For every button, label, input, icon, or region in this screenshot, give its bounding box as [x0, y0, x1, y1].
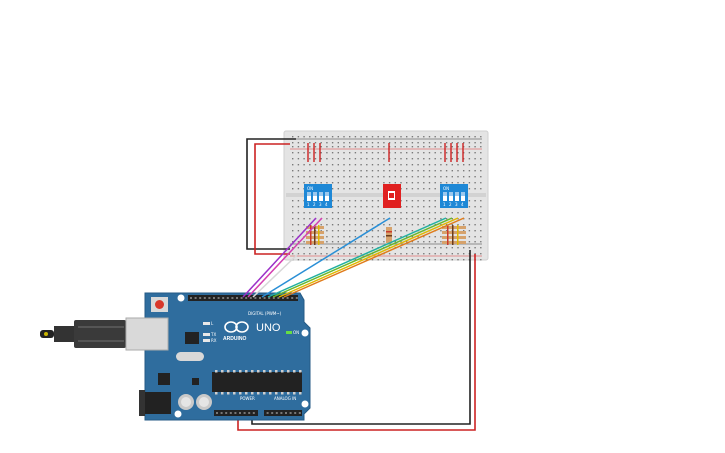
- digital-header-label: DIGITAL (PWM~): [248, 311, 282, 316]
- dip-left-num-2: 2: [313, 202, 316, 207]
- analog-header-label: ANALOG IN: [274, 396, 296, 401]
- dip-switch-left[interactable]: ON 1 2 3 4: [304, 184, 332, 208]
- tx-led: [203, 333, 210, 336]
- digital-header[interactable]: [188, 295, 298, 301]
- slide-switch[interactable]: [383, 184, 401, 208]
- mount-hole-2: [174, 410, 182, 418]
- resistors-right[interactable]: [442, 225, 466, 245]
- wire-yellow[interactable]: [278, 217, 459, 298]
- rail-jumpers-right[interactable]: [444, 143, 464, 162]
- resistor-middle[interactable]: [386, 227, 392, 243]
- rx-led: [203, 339, 210, 342]
- regulator: [158, 373, 170, 385]
- dip-switch-right[interactable]: ON 1 2 3 4: [440, 184, 468, 208]
- dip-left-num-4: 4: [325, 202, 328, 207]
- usb-cable[interactable]: [40, 320, 126, 348]
- arduino-logo: [224, 321, 249, 333]
- wire-white[interactable]: [252, 253, 299, 298]
- mount-hole-3: [301, 329, 309, 337]
- rail-jumpers-left[interactable]: [307, 143, 321, 162]
- wire-purple[interactable]: [242, 217, 317, 298]
- dip-right-on-label: ON: [443, 186, 449, 191]
- usb-port: [125, 317, 169, 351]
- chip-pins: [215, 370, 302, 395]
- wire-blue[interactable]: [261, 217, 391, 298]
- mount-hole-4: [301, 400, 309, 408]
- rx-led-label: RX: [211, 338, 217, 343]
- signal-wires[interactable]: [242, 217, 465, 298]
- wire-red-left[interactable]: [254, 143, 290, 255]
- dip-right-num-1: 1: [443, 202, 446, 207]
- wire-magenta[interactable]: [247, 217, 323, 298]
- wire-orange[interactable]: [283, 217, 465, 298]
- crystal: [176, 352, 204, 361]
- model-label: UNO: [256, 322, 281, 334]
- wire-green[interactable]: [272, 217, 453, 298]
- analog-header[interactable]: [264, 410, 302, 416]
- tx-led-label: TX: [210, 332, 216, 337]
- dip-left-num-3: 3: [319, 202, 322, 207]
- power-jack[interactable]: [139, 392, 171, 414]
- header-pins: [190, 297, 301, 414]
- dip-right-num-4: 4: [461, 202, 464, 207]
- small-chip: [192, 378, 199, 385]
- mount-hole-1: [177, 294, 185, 302]
- wire-teal[interactable]: [267, 217, 447, 298]
- dip-right-num-2: 2: [449, 202, 452, 207]
- on-led: [286, 331, 292, 334]
- arduino-uno-board[interactable]: L TX RX ON UNO ARDUINO DIGITAL (PWM~) PO…: [40, 292, 311, 421]
- wire-red-right[interactable]: [237, 254, 476, 431]
- usb-chip: [185, 332, 199, 344]
- dip-left-num-1: 1: [307, 202, 310, 207]
- resistors-left[interactable]: [306, 225, 324, 245]
- on-led-label: ON: [293, 330, 299, 335]
- atmega-chip: [212, 372, 302, 392]
- power-header-label: POWER: [240, 396, 255, 401]
- l-led: [203, 322, 210, 325]
- brand-label: ARDUINO: [223, 336, 246, 342]
- l-led-label: L: [211, 321, 214, 326]
- dip-left-on-label: ON: [307, 186, 313, 191]
- wire-black-left[interactable]: [246, 138, 296, 250]
- dip-right-num-3: 3: [455, 202, 458, 207]
